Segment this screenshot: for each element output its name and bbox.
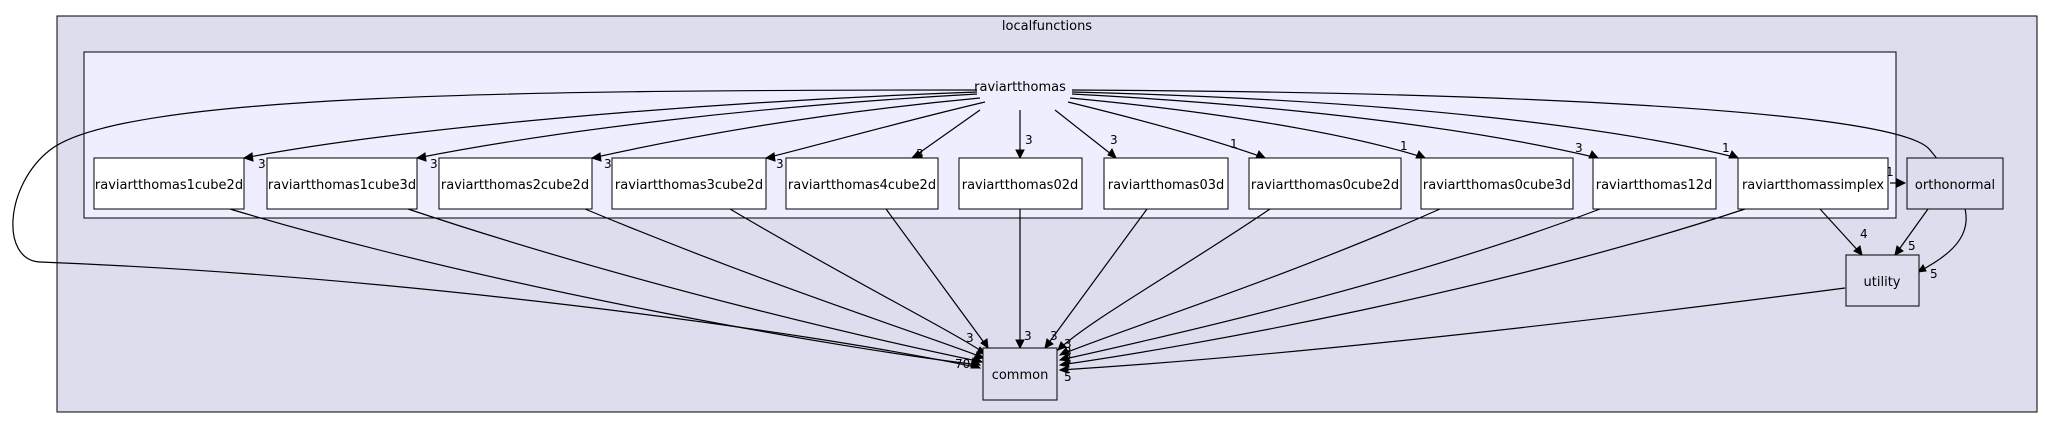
node-label: raviartthomas12d [1596, 178, 1713, 193]
edge-0cube2d-common [1057, 208, 1271, 351]
edge-rt-3cube2d [765, 101, 986, 159]
arrow-simplex-common [1058, 359, 1070, 368]
node-label: raviartthomas03d [1108, 178, 1225, 193]
arrow-rt-2cube2d [590, 152, 602, 162]
edge-label-utility-common: 5 [1064, 370, 1072, 384]
edge-label-0cube3d-common: 3 [1064, 345, 1072, 359]
node-raviartthomas1cube2d[interactable]: raviartthomas1cube2d [93, 157, 245, 210]
arrow-utility-common [1058, 365, 1069, 374]
node-raviartthomas12d[interactable]: raviartthomas12d [1592, 157, 1717, 210]
edge-label-0cube2d-common: 3 [1064, 337, 1072, 351]
edge-rt-0cube3d [1069, 97, 1426, 159]
edge-simplex-utility [1819, 208, 1863, 256]
edge-rt-simplex [1071, 91, 1739, 159]
edge-label-rt-1cube3d: 3 [430, 157, 438, 171]
edge-label-rt-03d: 3 [1110, 133, 1118, 147]
node-raviartthomas0cube2d[interactable]: raviartthomas0cube2d [1248, 157, 1402, 210]
edge-rt-1cube2d [243, 91, 978, 159]
node-utility[interactable]: utility [1845, 254, 1920, 307]
edge-3cube2d-common [729, 208, 987, 355]
node-label: orthonormal [1915, 178, 1995, 193]
arrow-0cube2d-common [1057, 341, 1067, 351]
cluster-localfunctions-label: localfunctions [1002, 19, 1092, 34]
arrow-rt-simplex [1728, 150, 1740, 159]
arrow-02d-common [1015, 339, 1025, 350]
node-label: raviartthomassimplex [1742, 178, 1884, 193]
node-orthonormal[interactable]: orthonormal [1906, 157, 2004, 210]
edge-label-rt-0cube2d: 1 [1230, 137, 1238, 151]
node-raviartthomassimplex[interactable]: raviartthomassimplex [1737, 157, 1889, 210]
node-raviartthomas3cube2d[interactable]: raviartthomas3cube2d [611, 157, 767, 210]
node-label: raviartthomas2cube2d [441, 178, 589, 193]
edge-2cube2d-common [584, 208, 985, 359]
node-raviartthomas4cube2d[interactable]: raviartthomas4cube2d [785, 157, 939, 210]
edge-label-rt-1cube2d: 3 [258, 157, 266, 171]
edge-4cube2d-common [885, 208, 989, 349]
edge-rt-2cube2d [591, 97, 981, 159]
edge-label-rt-4cube2d: 3 [916, 147, 924, 161]
edge-12d-common [1059, 208, 1601, 361]
edge-rt-03d [1054, 109, 1117, 159]
arrow-simplex-orthonormal [1896, 178, 1907, 188]
arrow-rt-03d [1107, 147, 1117, 159]
edge-label-rt-utility: 5 [1930, 267, 1938, 281]
node-label: common [992, 368, 1049, 383]
edge-label-rt-simplex: 1 [1722, 141, 1730, 155]
edge-label-02d-common: 3 [1024, 329, 1032, 343]
node-label: raviartthomas3cube2d [615, 178, 763, 193]
edge-03d-common [1044, 208, 1148, 349]
arrow-rt-1cube2d [242, 152, 254, 162]
edge-rt-4cube2d [911, 109, 981, 159]
node-label: raviartthomas02d [962, 178, 1079, 193]
cluster-raviartthomas-label[interactable]: raviartthomas [974, 80, 1066, 95]
arrow-simplex-utility [1853, 245, 1863, 256]
arrow-03d-common [1044, 338, 1054, 349]
arrow-rt-3cube2d [764, 152, 776, 162]
arrow-rt-1cube3d [415, 152, 427, 162]
node-raviartthomas02d[interactable]: raviartthomas02d [958, 157, 1083, 210]
edge-label-simplex-orthonormal: 1 [1886, 165, 1894, 179]
node-raviartthomas03d[interactable]: raviartthomas03d [1103, 157, 1229, 210]
edge-label-rt-2cube2d: 3 [604, 157, 612, 171]
edge-rt-1cube3d [416, 93, 978, 159]
arrow-rt-utility [1916, 264, 1927, 273]
edge-1cube2d-common [229, 208, 981, 366]
node-raviartthomas0cube3d[interactable]: raviartthomas0cube3d [1420, 157, 1574, 210]
edge-label-4cube2d-common: 3 [966, 331, 974, 345]
node-label: raviartthomas1cube2d [95, 178, 243, 193]
edge-simplex-common [1059, 208, 1746, 366]
arrow-0cube3d-common [1058, 347, 1070, 356]
node-raviartthomas2cube2d[interactable]: raviartthomas2cube2d [438, 157, 593, 210]
arrow-2cube2d-common [974, 351, 986, 360]
edge-label-rt-3cube2d: 3 [776, 157, 784, 171]
node-label: raviartthomas0cube2d [1251, 178, 1399, 193]
arrow-rt-02d [1015, 149, 1025, 160]
node-label: utility [1864, 275, 1901, 290]
edge-1cube3d-common [407, 208, 983, 363]
edge-label-simplex-utility: 4 [1860, 227, 1868, 241]
edge-orthonormal-utility [1894, 208, 1929, 256]
edge-rt-common [12, 89, 981, 369]
edge-label-rt-12d: 3 [1575, 141, 1583, 155]
edge-label-orthonormal-utility: 5 [1908, 239, 1916, 253]
edge-rt-utility [1071, 89, 1967, 273]
node-label: raviartthomas4cube2d [788, 178, 936, 193]
edge-label-rt-02d: 3 [1025, 133, 1033, 147]
edge-label-03d-common: 3 [1050, 329, 1058, 343]
edges-raviartthomas-to-subdirs: 3 3 3 3 3 3 3 1 1 3 1 [242, 91, 1740, 171]
node-label: raviartthomas0cube3d [1423, 178, 1571, 193]
edge-label-rt-0cube3d: 1 [1400, 139, 1408, 153]
node-raviartthomas1cube3d[interactable]: raviartthomas1cube3d [266, 157, 418, 210]
arrow-orthonormal-utility [1894, 245, 1904, 256]
edge-label-rt-common: 70 [955, 357, 970, 371]
node-common[interactable]: common [982, 347, 1058, 401]
edge-utility-common [1059, 287, 1846, 371]
edge-0cube3d-common [1059, 208, 1441, 356]
edge-rt-0cube2d [1067, 101, 1266, 159]
arrow-12d-common [1058, 353, 1070, 362]
node-label: raviartthomas1cube3d [268, 178, 416, 193]
edge-rt-12d [1071, 93, 1599, 159]
arrow-4cube2d-common [980, 338, 989, 350]
